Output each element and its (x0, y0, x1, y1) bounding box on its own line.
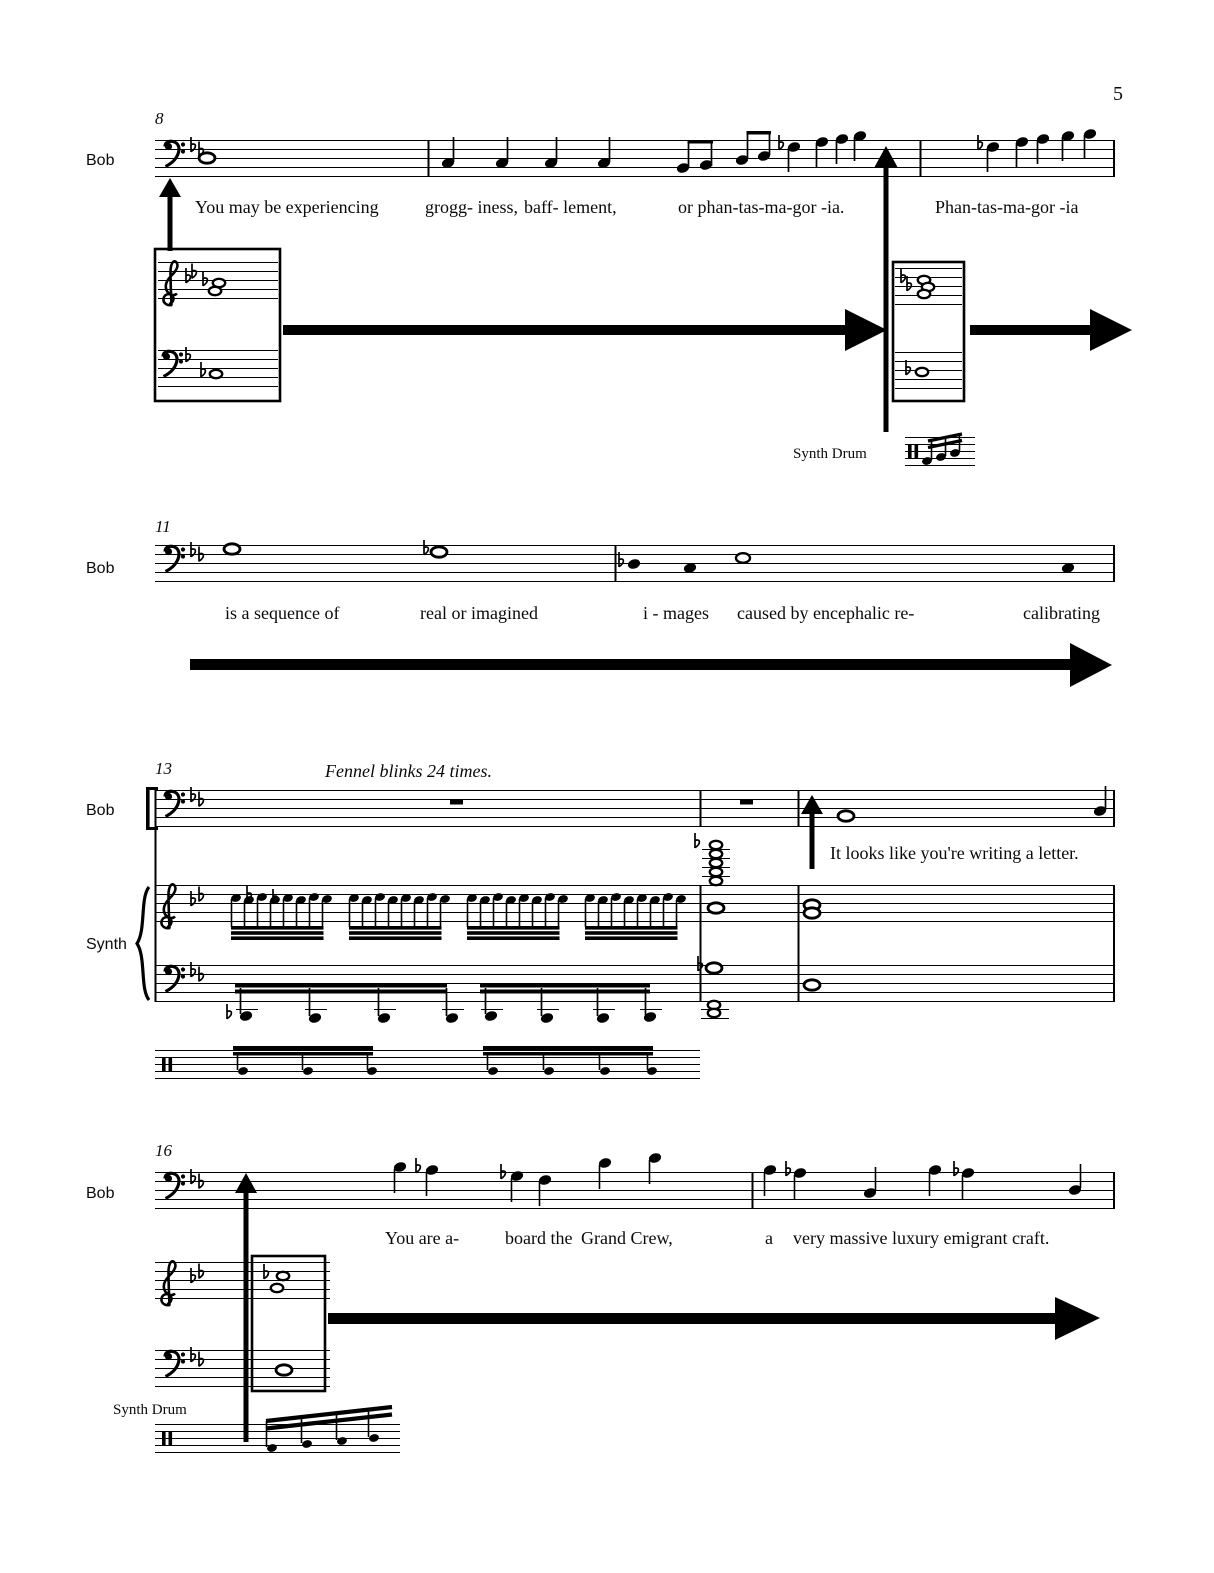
barlines-3-bob (699, 790, 1115, 827)
lyric-fragment: Phan-tas-ma-gor -ia (935, 197, 1079, 217)
barlines-4 (751, 1172, 1115, 1209)
arrow-up-2 (874, 146, 898, 432)
arrow-up-1 (159, 178, 181, 251)
lyric-fragment: baff- lement, (524, 197, 617, 217)
barlines-1 (427, 140, 1115, 177)
chord-box-2 (891, 260, 966, 403)
percussion-staff-4 (155, 1404, 400, 1453)
synth-treble-staff-4 (155, 1262, 330, 1299)
lyric-fragment: calibrating (1023, 603, 1100, 623)
staff-label-bob-3: Bob (86, 802, 115, 819)
whole-rest (450, 799, 463, 805)
system-1 (153, 127, 1132, 466)
synth-brace (135, 885, 151, 1002)
lyric-fragment: grogg- iness, (425, 197, 518, 217)
lyric-fragment: real or imagined (420, 603, 538, 623)
bass-clef-icon (163, 139, 187, 169)
barlines-2 (614, 545, 1115, 582)
bass-clef-icon (163, 1171, 187, 1201)
bob-staff-3 (155, 790, 1115, 827)
lyric-fragment: board the (505, 1228, 573, 1248)
lyric-fragment: Grand Crew, (581, 1228, 673, 1248)
system-3 (135, 786, 1115, 1079)
lyric-fragment: or phan-tas-ma-gor -ia. (678, 197, 845, 217)
staff-label-synth-drum-2: Synth Drum (113, 1402, 187, 1418)
bass-clef-icon (163, 544, 187, 574)
measure-number-8: 8 (155, 109, 164, 128)
arrow-right-3 (190, 643, 1112, 687)
cluster-chord (694, 832, 730, 887)
system-2 (155, 539, 1115, 687)
chord-box-1 (153, 247, 282, 403)
synth-treble-staff (155, 885, 1115, 922)
staff-label-bob-4: Bob (86, 1185, 115, 1202)
system-4 (155, 1151, 1115, 1453)
arrow-right-2 (970, 309, 1132, 351)
lyric-fragment: very massive luxury emigrant craft. (793, 1228, 1050, 1248)
bass-clef-icon (163, 1349, 187, 1379)
arrow-right-1 (283, 309, 887, 351)
bass-clef-icon (163, 789, 187, 819)
bass-clef-icon (163, 964, 187, 994)
bob-staff-1 (155, 140, 1115, 177)
bob-staff-4 (155, 1172, 1115, 1209)
arrow-up-3 (801, 795, 823, 869)
bass-clef-icon (161, 349, 185, 379)
synth-bass-staff-4 (155, 1350, 330, 1387)
measure-number-16: 16 (155, 1141, 172, 1160)
arrow-up-4 (235, 1173, 257, 1442)
page-number: 5 (1113, 83, 1123, 105)
lyric-fragment: You are a- (385, 1228, 460, 1248)
staff-label-synth-drum-1: Synth Drum (793, 446, 867, 462)
bob-bracket (146, 787, 158, 830)
staff-label-bob-1: Bob (86, 152, 115, 169)
staff-label-synth: Synth (86, 936, 127, 953)
lyric-fragment: caused by encephalic re- (737, 603, 915, 623)
measure-number-11: 11 (155, 517, 171, 536)
chord-box-3 (250, 1254, 327, 1393)
lyric-fragment: You may be experiencing (195, 197, 379, 217)
percussion-staff-3 (155, 1046, 700, 1079)
arrow-right-4 (328, 1297, 1100, 1340)
dialogue-text: It looks like you're writing a letter. (830, 843, 1079, 863)
lyric-fragment: i - mages (643, 603, 709, 623)
barlines-3-synth (699, 885, 1115, 1002)
synth-drum-staff-1 (905, 432, 975, 466)
whole-rest (740, 799, 753, 805)
stage-direction: Fennel blinks 24 times. (325, 761, 492, 781)
lyric-fragment: a (765, 1228, 773, 1248)
measure-number-13: 13 (155, 759, 172, 778)
lyric-fragment: is a sequence of (225, 603, 340, 623)
staff-label-bob-2: Bob (86, 560, 115, 577)
